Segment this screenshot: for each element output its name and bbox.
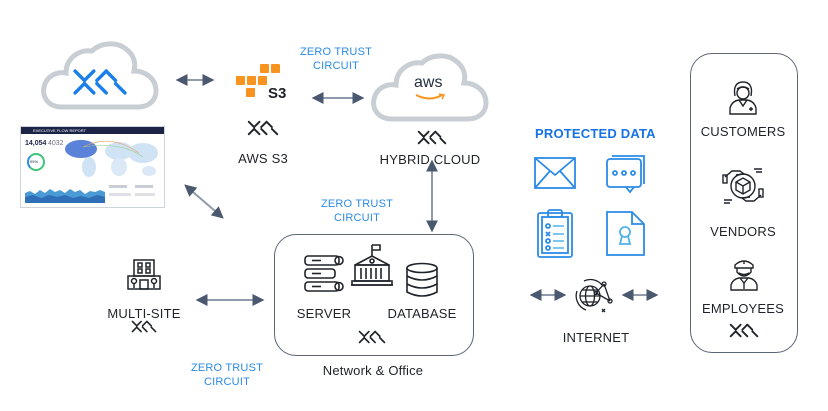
- network-office-label: Network & Office: [322, 363, 424, 378]
- office-building-icon: [351, 244, 393, 286]
- dashboard-header: EXECUTIVE FLOW REPORT: [21, 127, 164, 134]
- dashboard-thumbnail[interactable]: EXECUTIVE FLOW REPORT 14,054 4032 95%: [20, 126, 165, 208]
- zero-trust-label: ZERO TRUST CIRCUIT: [190, 362, 264, 388]
- s3-icon-text: S3: [268, 85, 286, 102]
- dashboard-title: EXECUTIVE FLOW REPORT: [33, 128, 87, 133]
- dashboard-panels: [109, 183, 159, 203]
- multi-site-building-icon: [127, 259, 161, 290]
- server-icon: [304, 255, 344, 292]
- clipboard-icon: [537, 209, 573, 258]
- dashboard-gauge: [27, 153, 45, 171]
- database-label: DATABASE: [387, 306, 457, 321]
- aws-s3-icon: S3: [236, 64, 286, 102]
- network-office-box: [274, 234, 474, 356]
- users-box: [690, 53, 798, 353]
- xona-mark-icon: [246, 120, 280, 136]
- aws-s3-node: S3: [232, 60, 302, 170]
- aws-smile-icon: [415, 93, 446, 100]
- world-map: [65, 140, 158, 177]
- chat-icon: [606, 155, 645, 194]
- aws-logo-text: aws: [414, 74, 443, 91]
- xona-mark-icon: [416, 130, 448, 145]
- users-item-label: VENDORS: [710, 224, 776, 239]
- internet-globe-icon: [575, 278, 613, 313]
- zero-trust-label: ZERO TRUST CIRCUIT: [299, 46, 373, 72]
- dashboard-stat-secondary: 4032: [48, 140, 64, 147]
- dashboard-stat-primary: 14,054: [25, 140, 47, 147]
- arrow-dashboard-network: [184, 184, 224, 219]
- locked-file-icon: [606, 211, 645, 256]
- xona-mark-icon: [728, 323, 760, 338]
- aws-s3-label: AWS S3: [238, 151, 288, 166]
- employee-icon: [730, 260, 758, 291]
- protected-data-title: PROTECTED DATA: [535, 126, 656, 141]
- xona-mark-icon: [130, 320, 158, 333]
- hybrid-cloud-label: HYBRID CLOUD: [379, 152, 481, 167]
- email-icon: [534, 157, 576, 189]
- xona-mark-icon: [357, 330, 387, 344]
- zero-trust-label: ZERO TRUST CIRCUIT: [320, 198, 394, 224]
- dashboard-gauge-value: 95%: [30, 159, 39, 164]
- customer-icon: [729, 81, 757, 115]
- users-item-label: CUSTOMERS: [700, 124, 786, 139]
- database-icon: [406, 262, 438, 297]
- xona-cloud-node: [40, 40, 160, 112]
- multi-site-label: MULTI-SITE: [107, 306, 181, 321]
- internet-label: INTERNET: [562, 330, 630, 345]
- vendor-icon: [722, 168, 764, 204]
- users-item-label: EMPLOYEES: [702, 301, 784, 316]
- xona-logo-icon: [72, 68, 128, 96]
- dashboard-area-chart: [25, 189, 105, 203]
- server-label: SERVER: [296, 306, 352, 321]
- hybrid-cloud-node: aws: [370, 52, 490, 124]
